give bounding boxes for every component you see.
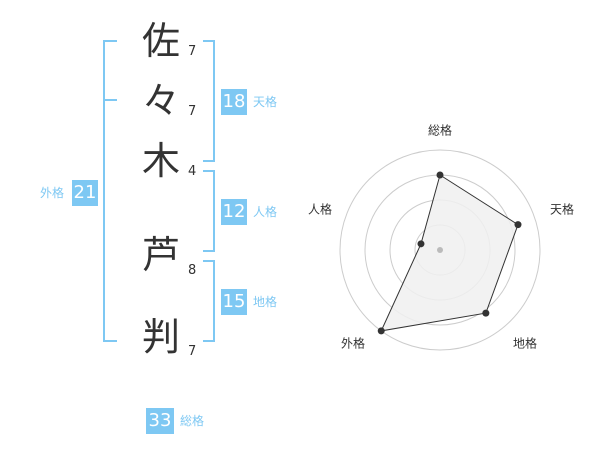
radar-point [377, 327, 385, 335]
radar-axis-label-chikaku: 地格 [512, 336, 538, 351]
jinkaku-bracket [203, 170, 215, 252]
radar-polygon [380, 174, 519, 332]
chikaku-value-badge: 15 [221, 289, 247, 315]
chikaku-label: 地格 [253, 295, 278, 309]
radar-point [482, 309, 490, 317]
radar-ring [339, 149, 541, 351]
name-char-3: 木 [141, 139, 180, 183]
tenkaku-value-badge: 18 [221, 89, 247, 115]
jinkaku-label: 人格 [253, 205, 278, 219]
tenkaku-bracket [203, 40, 215, 162]
gaikaku-bracket [103, 40, 117, 342]
radar-points [377, 171, 522, 335]
stroke-count-1: 7 [188, 44, 197, 59]
soukaku-value-badge: 33 [146, 408, 174, 434]
stroke-count-3: 4 [188, 164, 197, 179]
name-char-4: 芦 [141, 233, 180, 277]
soukaku-label: 総格 [180, 414, 205, 428]
radar-point [417, 240, 425, 248]
radar-point [436, 171, 444, 179]
radar-point [514, 221, 522, 229]
gaikaku-value-badge: 21 [72, 180, 98, 206]
name-char-5: 判 [141, 315, 180, 359]
radar-axis-label-tenkaku: 天格 [549, 202, 575, 217]
stroke-count-2: 7 [188, 104, 197, 119]
jinkaku-value-badge: 12 [221, 199, 247, 225]
radar-axis-label-jinkaku: 人格 [307, 202, 333, 217]
chikaku-bracket [203, 260, 215, 342]
tenkaku-label: 天格 [253, 95, 278, 109]
radar-axis-label-soukaku: 総格 [427, 123, 453, 138]
radar-chart [339, 149, 541, 351]
name-char-1: 佐 [141, 19, 180, 63]
radar-axis-label-gaikaku: 外格 [340, 336, 366, 351]
gaikaku-bracket-tick [105, 99, 117, 101]
name-char-2: 々 [141, 79, 180, 123]
radar-center-dot [437, 247, 443, 253]
stroke-count-5: 7 [188, 344, 197, 359]
stroke-count-4: 8 [188, 263, 197, 278]
gaikaku-label: 外格 [40, 186, 65, 200]
